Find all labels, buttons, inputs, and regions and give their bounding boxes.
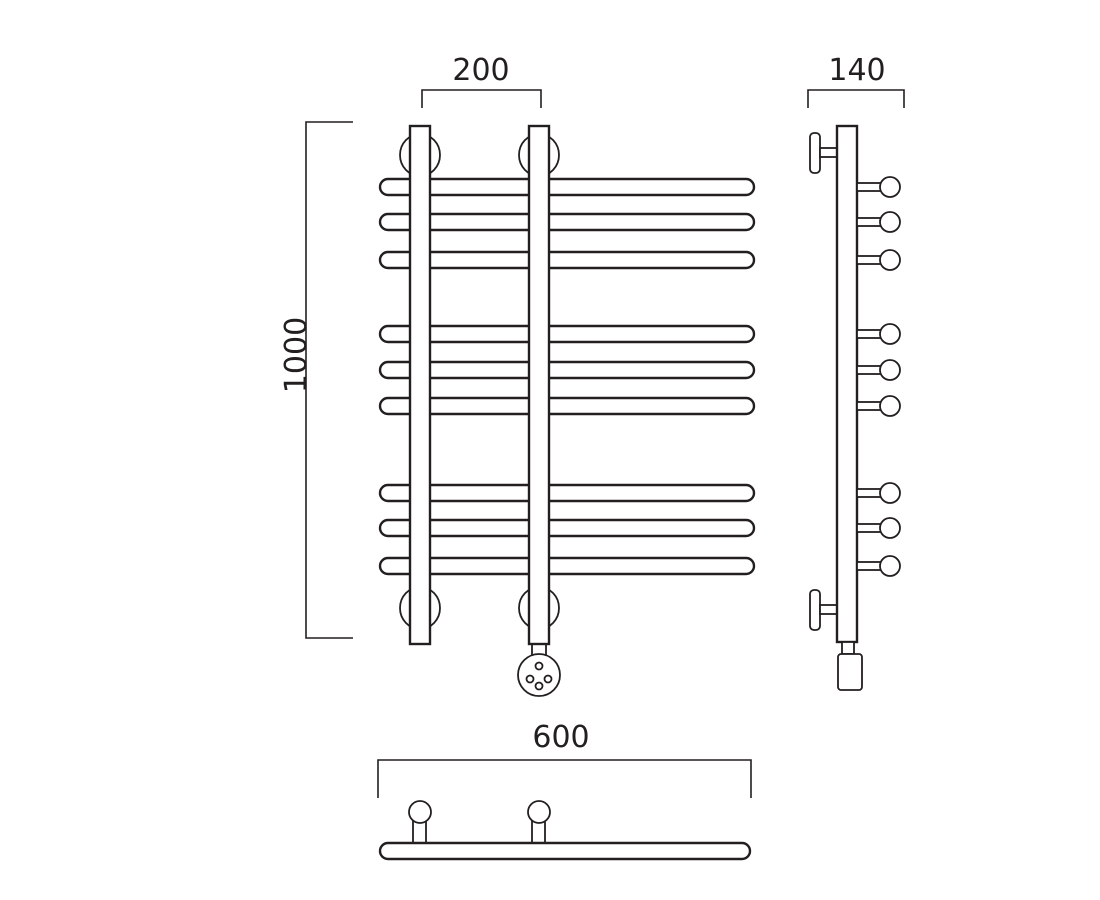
top-view-bar [378,841,752,861]
horizontal-bar-8 [378,518,756,538]
side-collector [835,124,859,644]
horizontal-bars [378,177,756,576]
side-bar-end-5 [856,359,901,381]
side-bar-end-9 [856,555,901,577]
side-heating-element [837,641,863,691]
side-bar-end-1 [856,176,901,198]
horizontal-bar-7 [378,483,756,503]
side-bar-end-2 [856,211,901,233]
top-view-standoff-right [527,800,551,845]
dimension-label-600: 600 [532,720,589,755]
side-wall-bracket-bottom [809,589,839,631]
top-view: 600 [377,720,752,861]
horizontal-bar-2 [378,212,756,232]
vertical-collector-left [408,124,432,646]
horizontal-bar-5 [378,360,756,380]
vertical-collector-right [527,124,551,646]
dimension-label-200: 200 [452,53,509,88]
dimension-top-spacing: 200 [421,53,542,108]
front-view: 200 1000 [279,53,756,697]
side-bar-end-4 [856,323,901,345]
top-view-standoff-left [408,800,432,845]
side-bar-end-7 [856,482,901,504]
horizontal-bar-4 [378,324,756,344]
dimension-depth: 140 [807,53,905,108]
side-bar-end-3 [856,249,901,271]
side-bar-ends [856,176,901,577]
side-wall-bracket-top [809,132,839,174]
side-view: 140 [807,53,905,691]
horizontal-bar-9 [378,556,756,576]
dimension-height: 1000 [279,121,353,639]
horizontal-bar-6 [378,396,756,416]
dimension-width: 600 [377,720,752,798]
heating-element [517,643,561,697]
dimension-label-140: 140 [828,53,885,88]
horizontal-bar-1 [378,177,756,197]
horizontal-bar-3 [378,250,756,270]
side-bar-end-8 [856,517,901,539]
side-bar-end-6 [856,395,901,417]
dimension-label-1000: 1000 [279,317,314,393]
